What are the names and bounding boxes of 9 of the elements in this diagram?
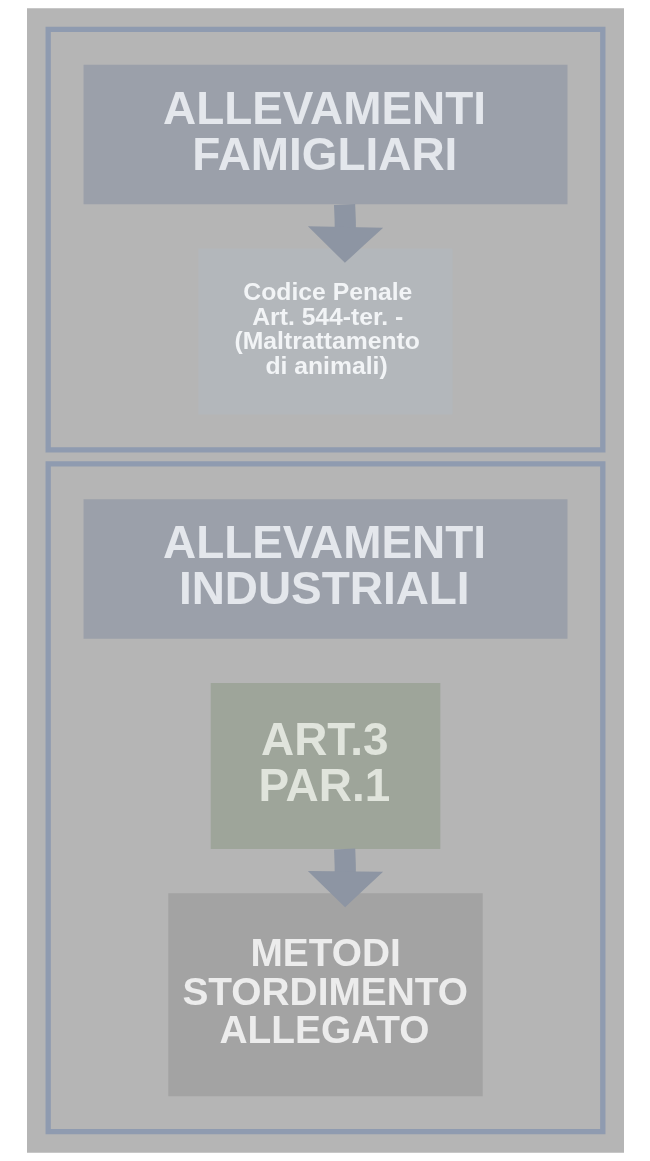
arrow — [307, 848, 383, 908]
node-box: ALLEVAMENTI INDUSTRIALI — [83, 499, 567, 639]
cluster — [45, 26, 605, 453]
node-box: METODI STORDIMENTO ALLEGATO — [167, 893, 483, 1097]
node-box: ALLEVAMENTI FAMIGLIARI — [83, 64, 567, 205]
node-box: Codice Penale Art. 544-ter. - (Maltrattamento di animali) — [197, 248, 453, 415]
cluster — [45, 461, 605, 1135]
node-box: ART.3 PAR.1 — [210, 682, 440, 849]
arrow — [307, 203, 383, 263]
